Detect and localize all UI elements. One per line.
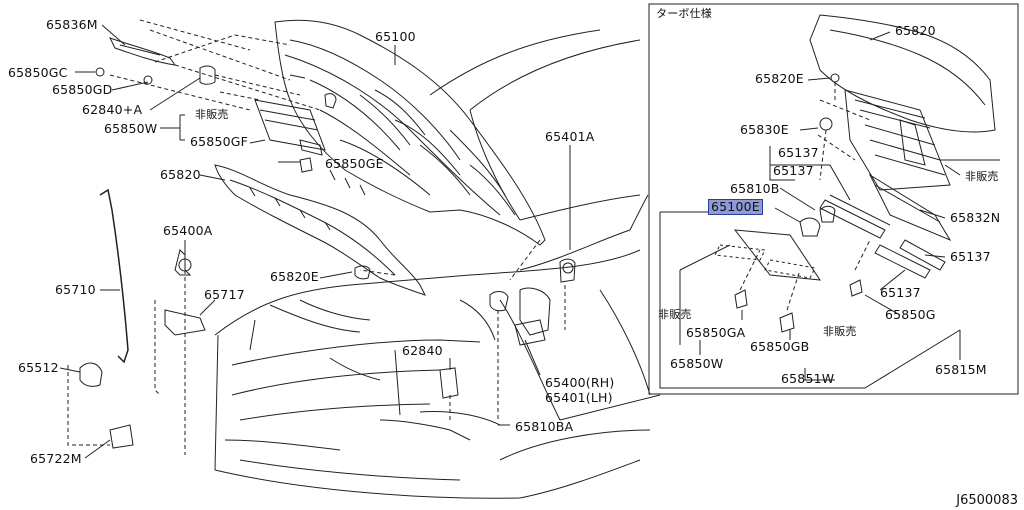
inset-callout-65820[interactable]: 65820 [895,23,936,38]
inset-callout-65137-c[interactable]: 65137 [950,249,991,264]
callout-65850GE[interactable]: 65850GE [325,156,384,171]
inset-callout-65815M[interactable]: 65815M [935,362,987,377]
callout-65401LH[interactable]: 65401(LH) [545,390,613,405]
inset-callout-hihanbai-2[interactable]: 非販売 [658,308,692,321]
inset-callout-65137-a[interactable]: 65137 [778,145,819,160]
hood-stay-rod [99,188,129,364]
vehicle-body-outline [214,29,661,499]
hood-panel [274,19,546,246]
hood-insulator-seal [214,164,426,296]
callout-65850W[interactable]: 65850W [104,121,158,136]
hood-hinges [164,287,551,346]
callout-65400A[interactable]: 65400A [163,223,213,238]
callout-65710[interactable]: 65710 [55,282,96,297]
callout-65820[interactable]: 65820 [160,167,201,182]
leader-lines [67,19,566,455]
callout-62840A[interactable]: 62840+A [82,102,143,117]
inset-callout-65850G[interactable]: 65850G [885,307,936,322]
inset-callout-65850GB[interactable]: 65850GB [750,339,810,354]
turbo-leader-lines [739,82,871,311]
inset-callout-65100E[interactable]: 65100E [708,199,763,215]
callout-62840[interactable]: 62840 [402,343,443,358]
turbo-inset-frame [648,3,1019,395]
callout-hihanbai-1[interactable]: 非販売 [195,108,229,121]
callout-65850GC[interactable]: 65850GC [8,65,68,80]
inset-callout-hihanbai-3[interactable]: 非販売 [823,325,857,338]
inset-title-label: ターボ仕様 [656,7,712,20]
callout-leaders [59,24,571,459]
diagram-reference-code: J6500083 [956,493,1018,508]
callout-65850GD[interactable]: 65850GD [52,82,113,97]
turbo-callout-leaders [659,31,1000,389]
callout-65850GF[interactable]: 65850GF [190,134,249,149]
inset-callout-hihanbai-1[interactable]: 非販売 [965,170,999,183]
callout-65100[interactable]: 65100 [375,29,416,44]
inset-callout-65850W[interactable]: 65850W [670,356,724,371]
inset-callout-65850GA[interactable]: 65850GA [686,325,746,340]
inset-callout-65810B[interactable]: 65810B [730,181,780,196]
callout-65401A[interactable]: 65401A [545,129,595,144]
turbo-insulator-drawing [714,14,996,333]
callout-65717[interactable]: 65717 [204,287,245,302]
inset-callout-65830E[interactable]: 65830E [740,122,789,137]
callout-65400RH[interactable]: 65400(RH) [545,375,615,390]
callout-65820E[interactable]: 65820E [270,269,319,284]
callout-65512[interactable]: 65512 [18,360,59,375]
inset-callout-65820E[interactable]: 65820E [755,71,804,86]
inset-callout-65851W[interactable]: 65851W [781,371,835,386]
inset-callout-65832N[interactable]: 65832N [950,210,1001,225]
inset-callout-65137-d[interactable]: 65137 [880,285,921,300]
inset-callout-65137-b[interactable]: 65137 [773,163,814,178]
callout-65722M[interactable]: 65722M [30,451,82,466]
callout-65836M[interactable]: 65836M [46,17,98,32]
callout-65810BA[interactable]: 65810BA [515,419,574,434]
